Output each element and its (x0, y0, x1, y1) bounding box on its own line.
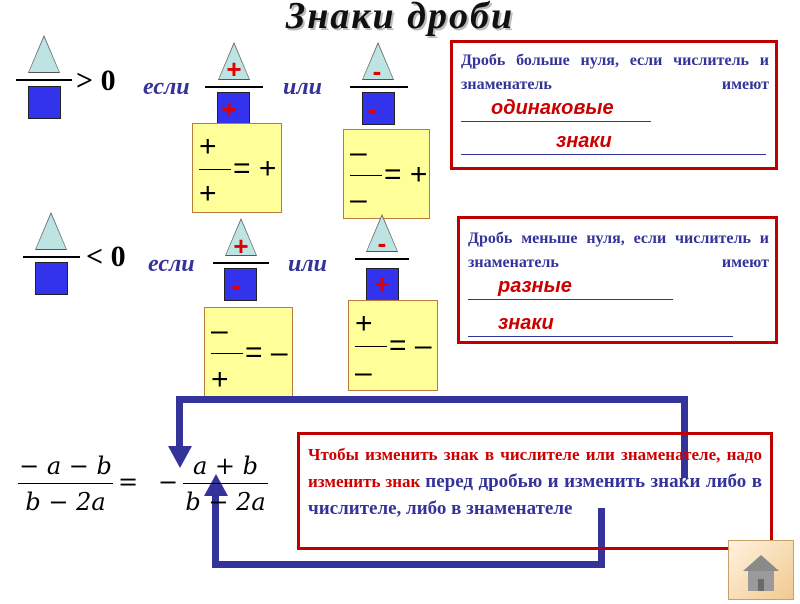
numerator-triangle (218, 42, 250, 80)
numerator-triangle (366, 214, 398, 252)
rule-box-minus-plus: – = – + (204, 307, 293, 399)
connector-line (212, 496, 219, 568)
rule-result: = – (389, 329, 432, 362)
rule-result: = + (384, 158, 428, 191)
denominator-square (35, 262, 68, 295)
numerator-triangle (35, 212, 67, 250)
rule-text: Дробь меньше нуля, если числитель и знам… (468, 230, 769, 271)
rule-box-minus-minus: – = + – (343, 129, 430, 219)
rule-result: = – (245, 336, 288, 369)
rhs-denominator: b − 2a (185, 488, 266, 516)
sign-minus: - (231, 270, 241, 300)
positive-rule-box: Дробь больше нуля, если числитель и знам… (450, 40, 778, 170)
sign-plus: + (226, 54, 242, 84)
sign-minus: - (372, 56, 382, 86)
sign-plus: + (233, 231, 249, 261)
relation-gt-zero: > 0 (76, 64, 116, 97)
denominator-square (362, 92, 395, 125)
arrow-down-icon (168, 446, 192, 468)
connector-line (681, 396, 688, 478)
answer-blank: разные (468, 275, 673, 300)
or-label: или (288, 251, 328, 277)
connector-line (176, 396, 688, 403)
rhs-numerator: a + b (192, 452, 259, 480)
rule-den: – (355, 356, 372, 389)
if-label: если (148, 251, 195, 277)
rule-num: + (199, 130, 217, 163)
home-button[interactable] (728, 540, 794, 600)
rule-bar (350, 175, 382, 176)
negative-rule-box: Дробь меньше нуля, если числитель и знам… (457, 216, 778, 344)
fraction-bar (213, 262, 269, 264)
lhs-numerator: − a − b (19, 452, 112, 480)
sign-change-rule-box: Чтобы изменить знак в числителе или знам… (297, 432, 773, 550)
rule-num: + (355, 307, 373, 340)
rule-den: + (211, 363, 229, 396)
connector-line (598, 508, 605, 568)
or-label: или (283, 74, 323, 100)
answer-blank: знаки (468, 312, 733, 337)
fraction-bar (23, 256, 80, 258)
answer-text: знаки (556, 130, 612, 152)
rule-box-plus-minus: + = – – (348, 300, 438, 391)
answer-text: одинаковые (491, 97, 614, 119)
fraction-bar (350, 86, 408, 88)
fraction-bar (18, 483, 113, 484)
rule-result: = + (233, 152, 277, 185)
arrow-up-icon (204, 474, 228, 496)
denominator-square (28, 86, 61, 119)
answer-text: знаки (498, 312, 554, 334)
positive-rule-text: Дробь больше нуля, если числитель и знам… (453, 43, 775, 122)
rule-den: – (350, 183, 367, 216)
fraction-bar (355, 258, 409, 260)
sign-plus: + (374, 269, 390, 299)
connector-line (176, 396, 183, 448)
page-title: Знаки дроби (285, 0, 515, 37)
if-label: если (143, 74, 190, 100)
minus-sign: − (158, 468, 179, 496)
rule-bar (355, 346, 387, 347)
rule-bar (211, 353, 243, 354)
answer-blank: знаки (461, 130, 766, 155)
rule-text-blue: перед дробью и изменить знаки либо в чис… (308, 471, 762, 519)
connector-line (212, 561, 605, 568)
rule-num: – (211, 314, 228, 347)
fraction-bar (205, 86, 263, 88)
answer-blank: одинаковые (461, 97, 651, 122)
sign-minus: - (367, 94, 377, 124)
lhs-denominator: b − 2a (25, 488, 106, 516)
relation-lt-zero: < 0 (86, 240, 126, 273)
rule-text: Дробь больше нуля, если числитель и знам… (461, 52, 769, 93)
rule-num: – (350, 136, 367, 169)
numerator-triangle (362, 42, 394, 80)
answer-text: разные (498, 275, 572, 297)
denominator-square (224, 268, 257, 301)
rule-box-plus-plus: + = + + (192, 123, 282, 213)
rule-text-red: Чтобы изменить знак в числителе или знам… (308, 445, 762, 491)
sign-plus: + (221, 94, 237, 124)
rule-bar (199, 169, 231, 170)
numerator-triangle (28, 35, 60, 73)
rule-den: + (199, 177, 217, 210)
equals: = (118, 468, 139, 496)
fraction-bar (183, 483, 268, 484)
negative-rule-text: Дробь меньше нуля, если числитель и знам… (460, 219, 775, 300)
numerator-triangle (225, 218, 257, 256)
fraction-bar (16, 79, 72, 81)
sign-minus: - (377, 228, 387, 258)
house-icon (743, 555, 779, 591)
